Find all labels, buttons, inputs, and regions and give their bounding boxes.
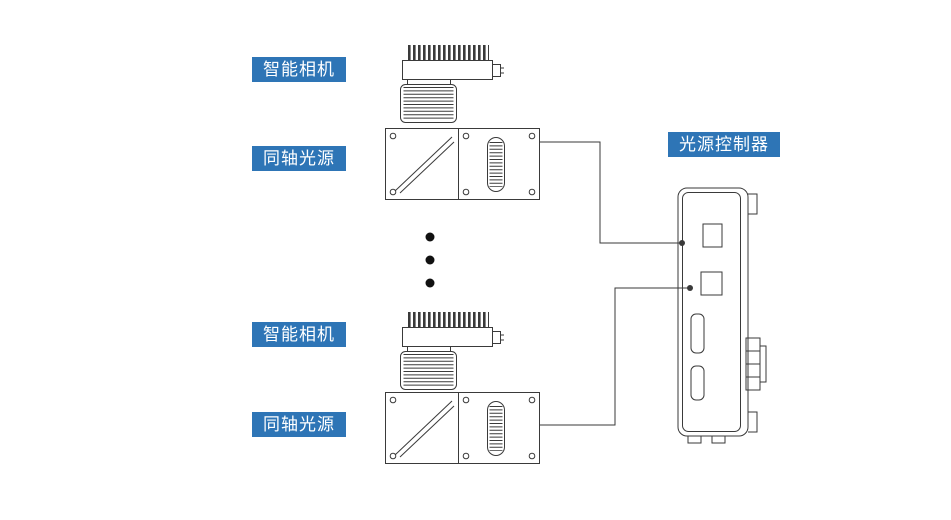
controller-port-1 bbox=[702, 223, 723, 248]
label-coaxial-light-bottom: 同轴光源 bbox=[252, 412, 346, 437]
controller-drawing bbox=[677, 187, 767, 444]
controller-inner-panel bbox=[682, 192, 741, 432]
controller-port-2 bbox=[700, 271, 723, 296]
smart-camera-bottom-drawing bbox=[401, 320, 505, 390]
controller-slot-2 bbox=[690, 365, 705, 401]
label-light-controller: 光源控制器 bbox=[668, 132, 780, 157]
controller-bracket-top bbox=[748, 193, 758, 215]
connection-lines bbox=[540, 141, 690, 426]
coaxial-light-top-drawing bbox=[386, 129, 540, 200]
controller-slot-1 bbox=[690, 313, 705, 354]
ellipsis-dots bbox=[425, 232, 435, 288]
controller-outline bbox=[677, 187, 749, 437]
smart-camera-top-drawing bbox=[401, 53, 505, 123]
wire-bottom-light-to-controller bbox=[540, 287, 690, 426]
controller-rail-clip bbox=[745, 337, 767, 391]
label-coaxial-light-top: 同轴光源 bbox=[252, 146, 346, 171]
coaxial-light-bottom-drawing bbox=[386, 393, 540, 464]
controller-bracket-bottom bbox=[748, 411, 758, 433]
label-smart-camera-top: 智能相机 bbox=[252, 57, 346, 82]
controller-feet bbox=[687, 435, 726, 444]
connection-dots bbox=[679, 240, 693, 291]
wire-top-light-to-controller bbox=[540, 141, 682, 244]
label-smart-camera-bottom: 智能相机 bbox=[252, 322, 346, 347]
